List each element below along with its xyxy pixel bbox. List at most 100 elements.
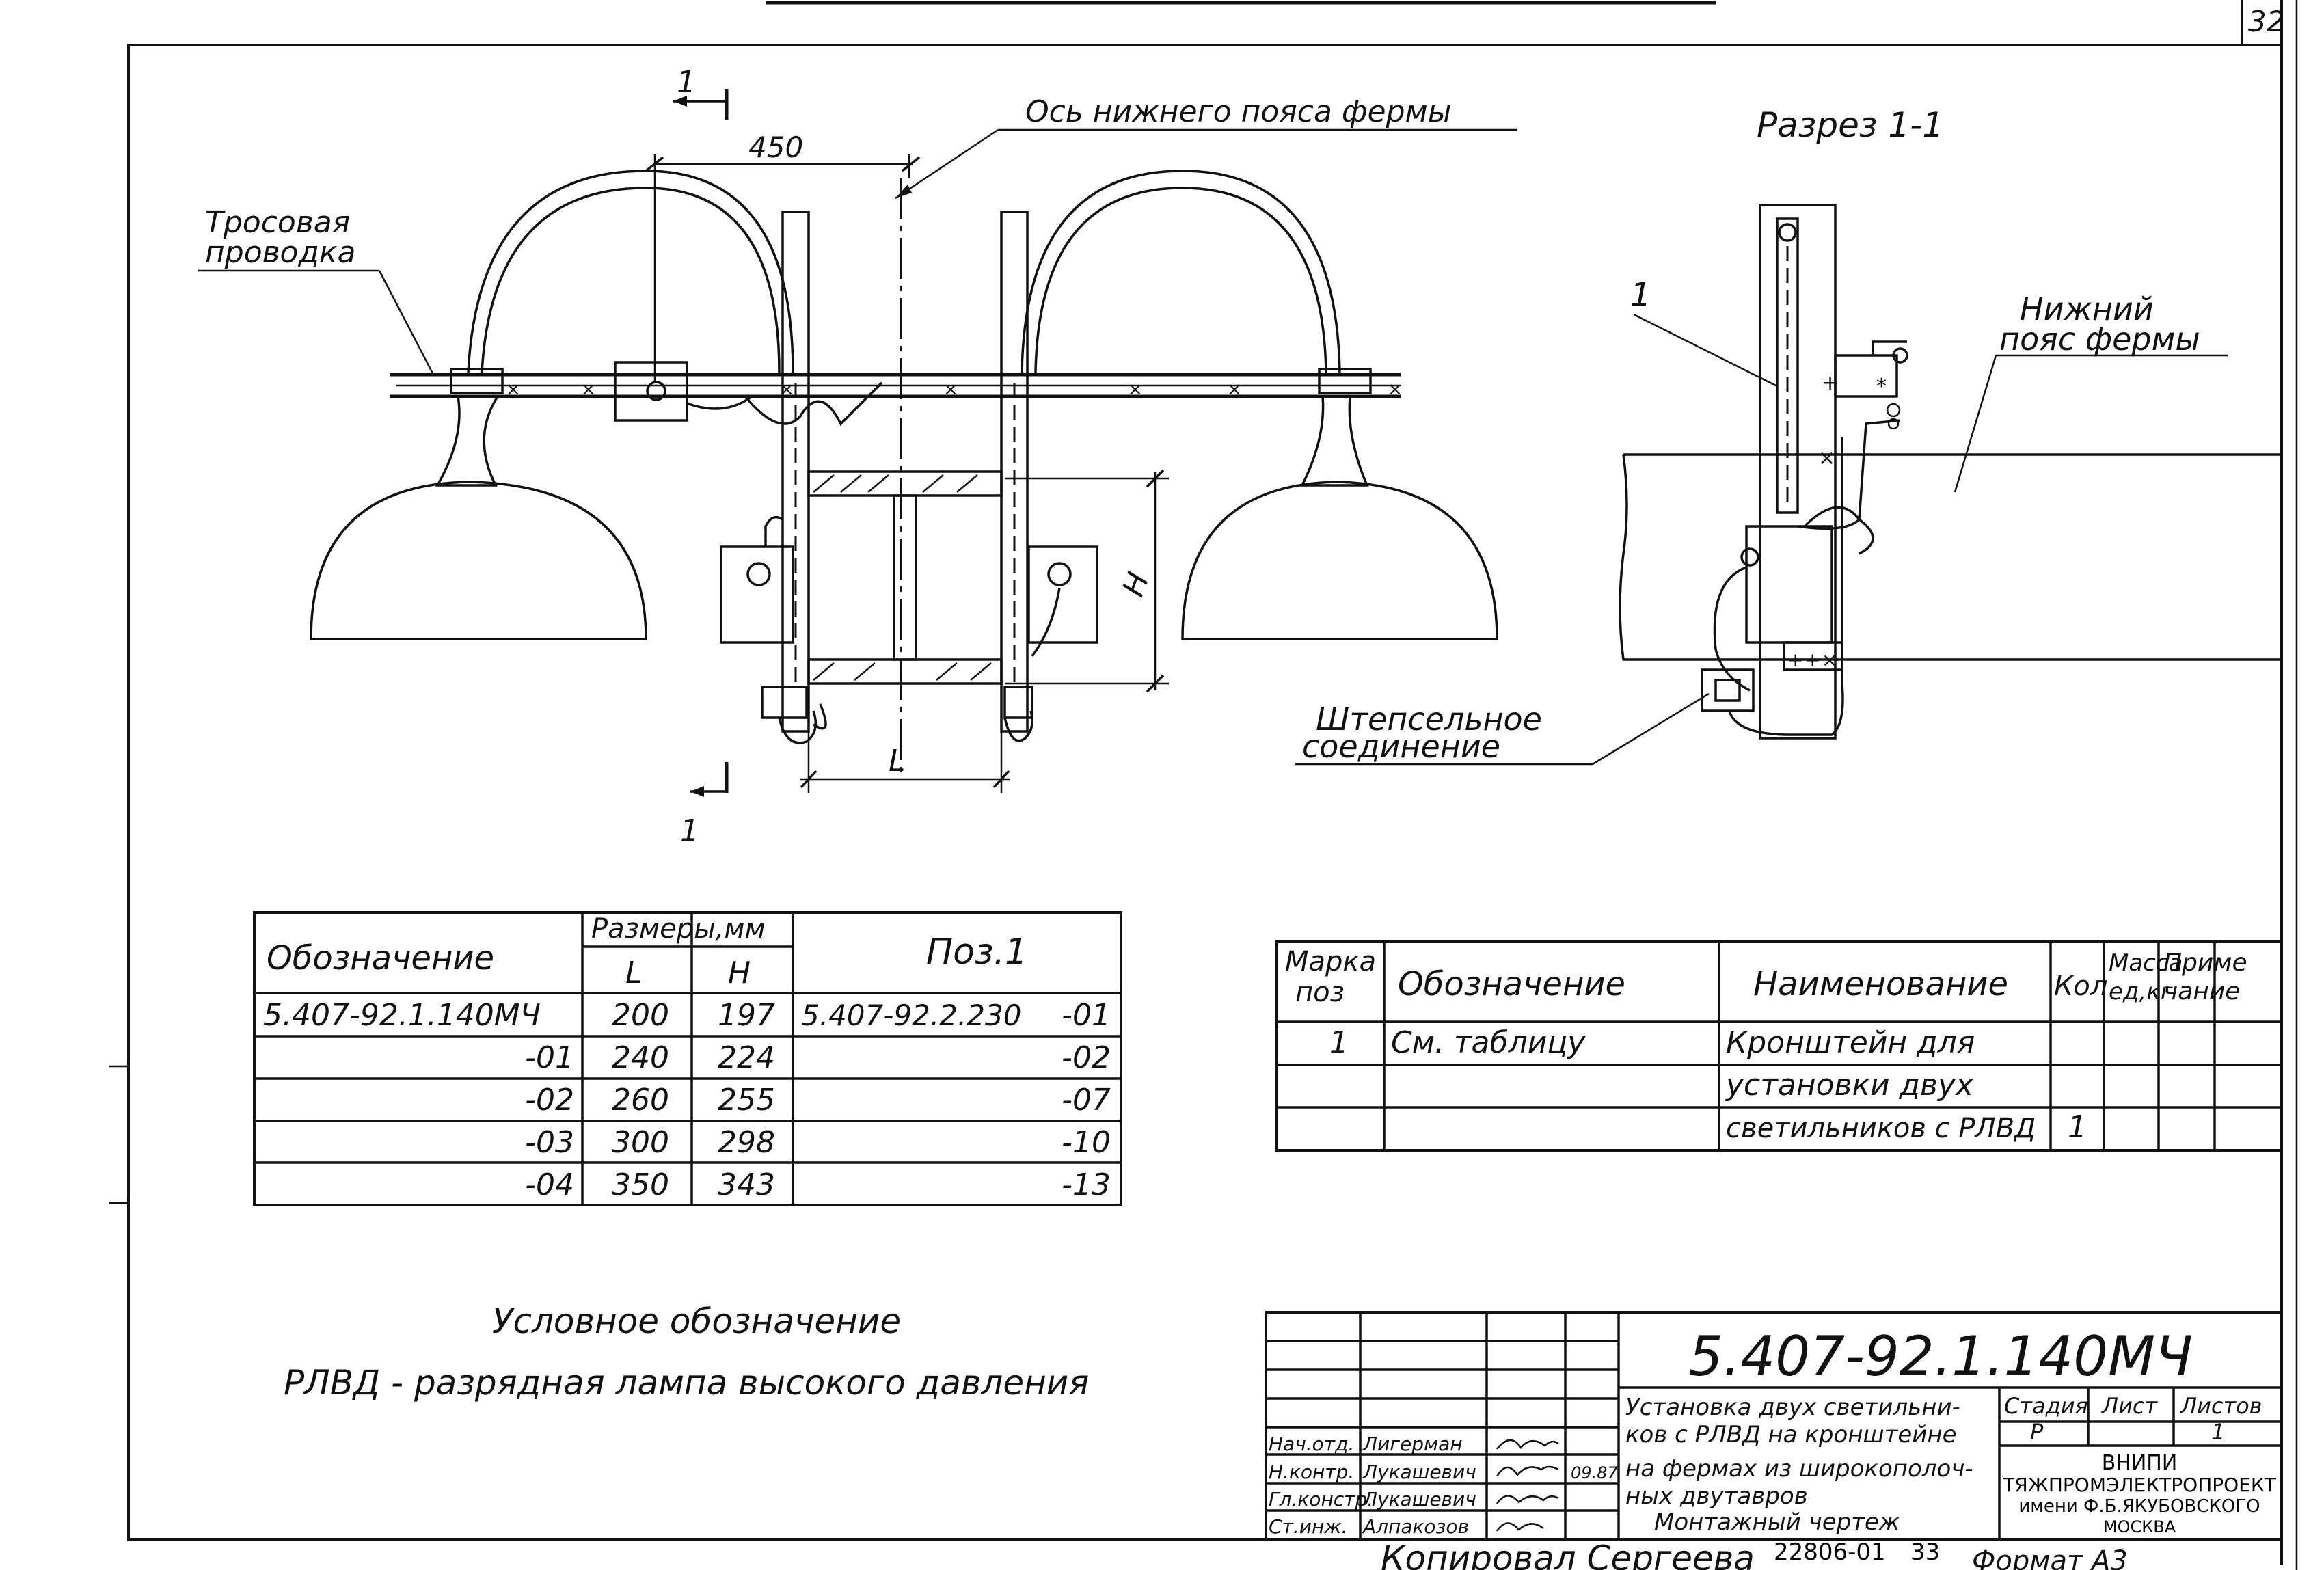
svg-text:+: + (1822, 371, 1839, 395)
dims-header-designation: Обозначение (267, 939, 494, 977)
dims-row: -03 300 298 -10 (525, 1125, 1111, 1160)
callout-cable: Тросовая проводка (198, 205, 435, 377)
svg-text:5.407-92.1.140МЧ: 5.407-92.1.140МЧ (263, 998, 541, 1033)
spec-header-mass-1: Масса (2109, 949, 2183, 977)
title-block: 5.407-92.1.140МЧ Установка двух светильн… (1265, 1311, 2283, 1541)
dim-450-label: 450 (748, 131, 803, 164)
signature-row: Гл.констр. Лукашевич (1269, 1488, 1476, 1511)
dim-450: 450 (645, 131, 921, 383)
spec-header-name: Наименование (1753, 965, 2008, 1003)
section-mark-top-label: 1 (677, 65, 696, 100)
svg-text:×: × (581, 379, 596, 400)
legend-title: Условное обозначение (492, 1301, 901, 1341)
legend-text: РЛВД - разрядная лампа высокого давления (284, 1363, 1089, 1403)
title-desc-3: на фермах из широкополоч- (1625, 1455, 1973, 1483)
signature-row: Нач.отд. Лигерман (1269, 1433, 1463, 1455)
sheet-number: 32 (2248, 5, 2284, 38)
svg-text:Гл.констр.: Гл.констр. (1269, 1488, 1373, 1511)
dims-row: -04 350 343 -13 (525, 1167, 1111, 1202)
svg-text:См. таблицу: См. таблицу (1391, 1025, 1586, 1060)
callout-cable-line1: Тросовая (205, 205, 350, 240)
footer-inventory: 22806-01 (1774, 1539, 1886, 1566)
title-desc-2: ков с РЛВД на кронштейне (1625, 1421, 1957, 1448)
svg-text:×: × (1388, 379, 1403, 400)
title-desc-5: Монтажный чертеж (1654, 1508, 1900, 1536)
lamp-left (310, 170, 794, 640)
section-ballast: + + × (1701, 437, 1844, 736)
footer-copied-by: Копировал Сергеева (1381, 1539, 1755, 1570)
svg-text:240: 240 (612, 1040, 669, 1075)
title-stage-value: Р (2030, 1419, 2044, 1445)
dims-row: 5.407-92.1.140МЧ 200 197 5.407-92.2.230 … (263, 998, 1111, 1033)
spec-header-mark-2: поз (1295, 977, 1345, 1008)
sheet-frame: 32 (109, 0, 2298, 1570)
title-stage-label: Стадия (2004, 1393, 2088, 1419)
spec-header-note-1: Приме (2163, 949, 2247, 977)
junction-box (614, 361, 753, 422)
svg-text:-10: -10 (1062, 1125, 1111, 1160)
dims-header-H: H (728, 956, 751, 990)
main-view: 1 1 450 Ось нижнего пояса фермы Тр (198, 65, 1517, 848)
svg-text:197: 197 (718, 998, 775, 1033)
dims-table: Обозначение Размеры,мм L H Поз.1 5.407-9… (253, 911, 1122, 1206)
callout-lower-chord: Нижний пояс фермы (1954, 290, 2228, 493)
section-mark-top: 1 (673, 65, 729, 120)
callout-plug: Штепсельное соединение (1295, 692, 1710, 766)
svg-text:-01: -01 (525, 1040, 574, 1075)
bracket-right-rod (1000, 211, 1029, 733)
spec-header-mark-1: Марка (1285, 946, 1376, 977)
ballast-left (720, 515, 794, 644)
svg-text:298: 298 (718, 1125, 775, 1160)
svg-text:224: 224 (718, 1040, 775, 1075)
footer-page: 33 (1910, 1539, 1940, 1566)
dims-header-sizes: Размеры,мм (591, 913, 766, 945)
svg-text:×: × (1818, 446, 1835, 470)
svg-text:Лукашевич: Лукашевич (1362, 1488, 1476, 1511)
svg-text:×: × (506, 379, 521, 400)
svg-text:260: 260 (612, 1083, 669, 1118)
svg-text:-03: -03 (525, 1125, 574, 1160)
dim-L: L (800, 731, 1010, 793)
signature-scribbles (1496, 1439, 1559, 1532)
svg-text:×: × (1227, 379, 1242, 400)
svg-text:Лигерман: Лигерман (1362, 1433, 1463, 1455)
svg-text:+: + (1787, 649, 1803, 671)
svg-text:×: × (1822, 649, 1837, 671)
dims-row: -01 240 224 -02 (525, 1040, 1111, 1075)
dims-header-L: L (625, 956, 643, 990)
callout-cable-line2: проводка (205, 235, 355, 270)
title-org-1: ВНИПИ (2102, 1451, 2178, 1475)
dims-header-pos1: Поз.1 (926, 932, 1027, 973)
svg-text:Ст.инж.: Ст.инж. (1269, 1515, 1347, 1538)
section-mark-bottom-label: 1 (680, 813, 699, 848)
lower-chord-outline (1619, 453, 2282, 661)
svg-text:200: 200 (612, 998, 669, 1033)
title-org-3: имени Ф.Б.ЯКУБОВСКОГО (2018, 1496, 2260, 1517)
svg-text:-07: -07 (1062, 1083, 1111, 1118)
svg-text:Кронштейн для: Кронштейн для (1726, 1025, 1975, 1060)
title-sheet-label: Лист (2101, 1393, 2158, 1419)
title-desc-1: Установка двух светильни- (1625, 1394, 1960, 1421)
svg-text:Лукашевич: Лукашевич (1362, 1461, 1476, 1483)
footer: Копировал Сергеева 22806-01 33 Формат А3 (1381, 1539, 2128, 1570)
svg-text:350: 350 (612, 1167, 669, 1202)
spec-header-note-2: чание (2163, 977, 2240, 1005)
callout-plug-line2: соединение (1302, 728, 1500, 765)
title-block-code: 5.407-92.1.140МЧ (1688, 1325, 2193, 1388)
cable-run: × × × × × × × (390, 373, 1403, 400)
section-title: Разрез 1-1 (1757, 105, 1944, 145)
callout-truss-axis-label: Ось нижнего пояса фермы (1025, 94, 1451, 129)
spec-header-designation: Обозначение (1398, 965, 1625, 1003)
callout-truss-axis: Ось нижнего пояса фермы (895, 94, 1517, 772)
svg-text:-01: -01 (1062, 998, 1111, 1033)
svg-text:+: + (1805, 649, 1820, 671)
svg-text:1: 1 (1329, 1025, 1349, 1060)
dim-H-label: H (1116, 568, 1156, 601)
signature-row: Ст.инж. Алпакозов (1269, 1515, 1469, 1538)
title-org-2: ТЯЖПРОМЭЛЕКТРОПРОЕКТ (2002, 1474, 2277, 1496)
section-mark-bottom: 1 (680, 762, 729, 848)
svg-text:светильников с РЛВД: светильников с РЛВД (1726, 1113, 2036, 1144)
bracket-left-rod (781, 211, 810, 733)
callout-pos1-label: 1 (1630, 276, 1651, 314)
